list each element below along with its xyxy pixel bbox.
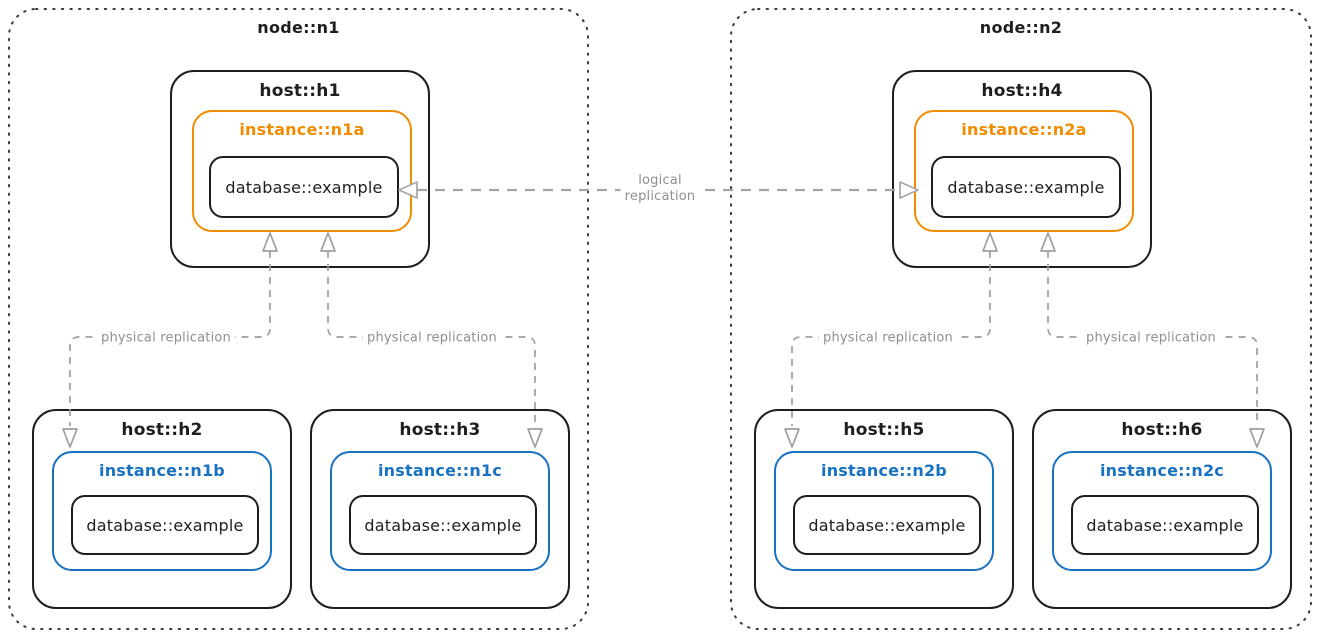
logical-replication-label-line1: logical (638, 172, 682, 188)
instance-n2a-title: instance::n2a (961, 120, 1087, 139)
node-n2-box: node::n2 host::h4 instance::n2a database… (730, 8, 1312, 630)
host-h4-box: host::h4 instance::n2a database::example (892, 70, 1152, 268)
node-n2-title: node::n2 (979, 18, 1063, 37)
database-example-n2b: database::example (793, 495, 981, 555)
instance-n2b-title: instance::n2b (821, 461, 947, 480)
logical-replication-label: logical replication (620, 172, 700, 206)
instance-n2c-box: instance::n2c database::example (1052, 451, 1272, 571)
host-h5-box: host::h5 instance::n2b database::example (754, 409, 1014, 609)
instance-n1a-box: instance::n1a database::example (192, 110, 412, 232)
host-h1-box: host::h1 instance::n1a database::example (170, 70, 430, 268)
physical-replication-label-4: physical replication (1082, 330, 1220, 346)
host-h2-box: host::h2 instance::n1b database::example (32, 409, 292, 609)
database-example-n1a: database::example (209, 156, 399, 218)
database-example-n2a: database::example (931, 156, 1121, 218)
database-example-n1b: database::example (71, 495, 259, 555)
node-n1-title: node::n1 (257, 18, 340, 37)
node-n1-box: node::n1 host::h1 instance::n1a database… (8, 8, 589, 630)
host-h3-title: host::h3 (399, 420, 481, 440)
instance-n1c-title: instance::n1c (378, 461, 502, 480)
host-h5-title: host::h5 (843, 420, 925, 440)
host-h1-title: host::h1 (259, 81, 341, 101)
host-h2-title: host::h2 (121, 420, 203, 440)
instance-n2b-box: instance::n2b database::example (774, 451, 994, 571)
host-h4-title: host::h4 (981, 81, 1063, 101)
instance-n1b-box: instance::n1b database::example (52, 451, 272, 571)
host-h6-box: host::h6 instance::n2c database::example (1032, 409, 1292, 609)
instance-n2c-title: instance::n2c (1100, 461, 1224, 480)
physical-replication-label-1: physical replication (97, 330, 235, 346)
database-example-n2c: database::example (1071, 495, 1259, 555)
instance-n1c-box: instance::n1c database::example (330, 451, 550, 571)
host-h6-title: host::h6 (1121, 420, 1203, 440)
physical-replication-label-2: physical replication (363, 330, 501, 346)
logical-replication-label-line2: replication (624, 189, 696, 204)
instance-n1a-title: instance::n1a (239, 120, 365, 139)
instance-n1b-title: instance::n1b (99, 461, 225, 480)
database-example-n1c: database::example (349, 495, 537, 555)
physical-replication-label-3: physical replication (819, 330, 957, 346)
host-h3-box: host::h3 instance::n1c database::example (310, 409, 570, 609)
instance-n2a-box: instance::n2a database::example (914, 110, 1134, 232)
